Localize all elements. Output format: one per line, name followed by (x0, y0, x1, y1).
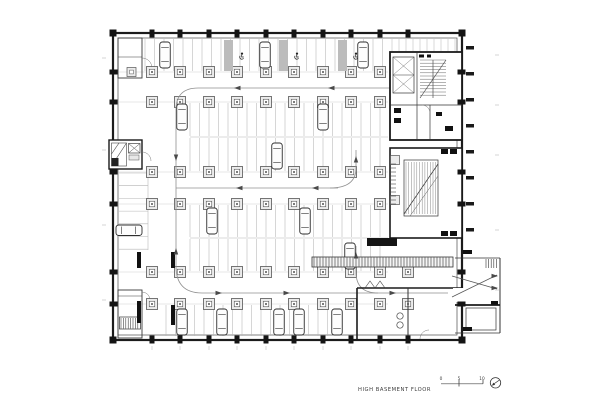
solid-wall-segment (367, 238, 397, 246)
entry-ramp (451, 250, 501, 334)
grid-tick-marks (102, 46, 499, 350)
toilet-fixture (396, 312, 404, 320)
left-side-rooms (108, 37, 153, 339)
double-door-mark (364, 280, 386, 289)
stair-elevator-core (389, 51, 463, 141)
north-arrow-icon (489, 377, 502, 389)
parked-cars (115, 41, 369, 336)
floor-name-label: HIGH BASEMENT FLOOR (358, 387, 431, 393)
wall-column-stubs (109, 29, 466, 344)
scale-ten-label: 10 (479, 376, 485, 382)
service-rooms (356, 280, 462, 340)
drive-aisle-markings (175, 87, 448, 294)
scale-bar: 0 5 10 (440, 376, 485, 387)
scale-zero-label: 0 (440, 376, 443, 382)
title-block: HIGH BASEMENT FLOOR 0 5 10 (358, 376, 502, 393)
accessible-parking-stalls (224, 40, 359, 71)
ramp-hall (389, 147, 463, 239)
traffic-direction-arrows (173, 85, 498, 296)
louver-grille (311, 238, 454, 268)
scale-five-label: 5 (458, 376, 461, 382)
shear-wall-bars (137, 252, 175, 325)
toilet-fixture (396, 321, 404, 329)
beam-grid-lines (119, 71, 388, 305)
